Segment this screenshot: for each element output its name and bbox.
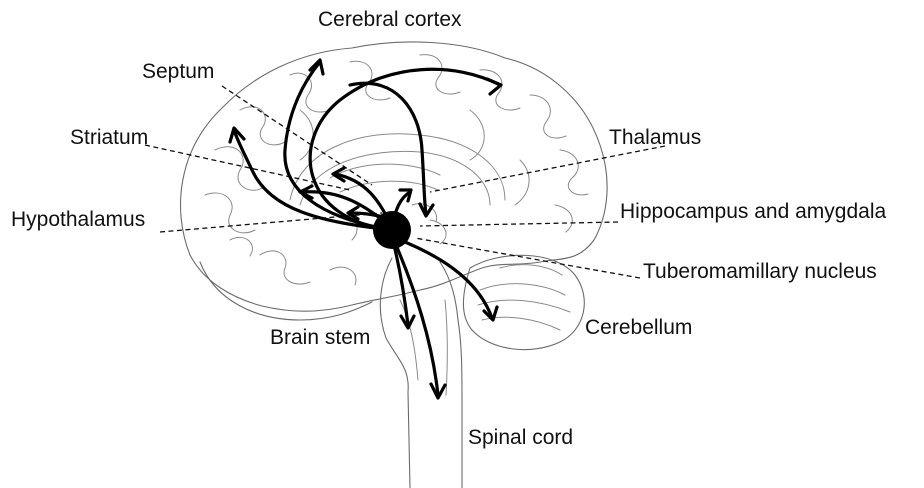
label-cerebral-cortex: Cerebral cortex: [318, 8, 462, 31]
label-septum: Septum: [142, 60, 214, 83]
label-cerebellum: Cerebellum: [585, 316, 692, 339]
leader-tuberomamillary: [415, 238, 640, 278]
brainstem-outline: [380, 258, 410, 488]
label-hypothalamus: Hypothalamus: [11, 208, 145, 231]
leader-thalamus: [430, 146, 665, 192]
labels: Cerebral cortex Septum Striatum Thalamus…: [11, 8, 886, 449]
arrow-to-frontal-cortex: [285, 62, 392, 230]
cerebrum-outline: [181, 42, 608, 311]
label-tuberomamillary-nucleus: Tuberomamillary nucleus: [643, 260, 877, 283]
tuberomamillary-nucleus-dot: [373, 211, 411, 249]
arrow-to-hippocampus: [350, 83, 426, 214]
brainstem-outline-right: [440, 262, 462, 488]
label-spinal-cord: Spinal cord: [468, 426, 573, 449]
leader-striatum: [145, 145, 350, 190]
leader-hippocampus: [420, 222, 618, 226]
brain-outline: [181, 42, 608, 488]
label-brain-stem: Brain stem: [270, 326, 370, 349]
label-hippocampus-amygdala: Hippocampus and amygdala: [620, 200, 886, 223]
corpus-callosum: [290, 134, 505, 200]
label-striatum: Striatum: [70, 126, 148, 149]
label-thalamus: Thalamus: [609, 126, 701, 149]
cerebellum-outline: [463, 255, 584, 349]
